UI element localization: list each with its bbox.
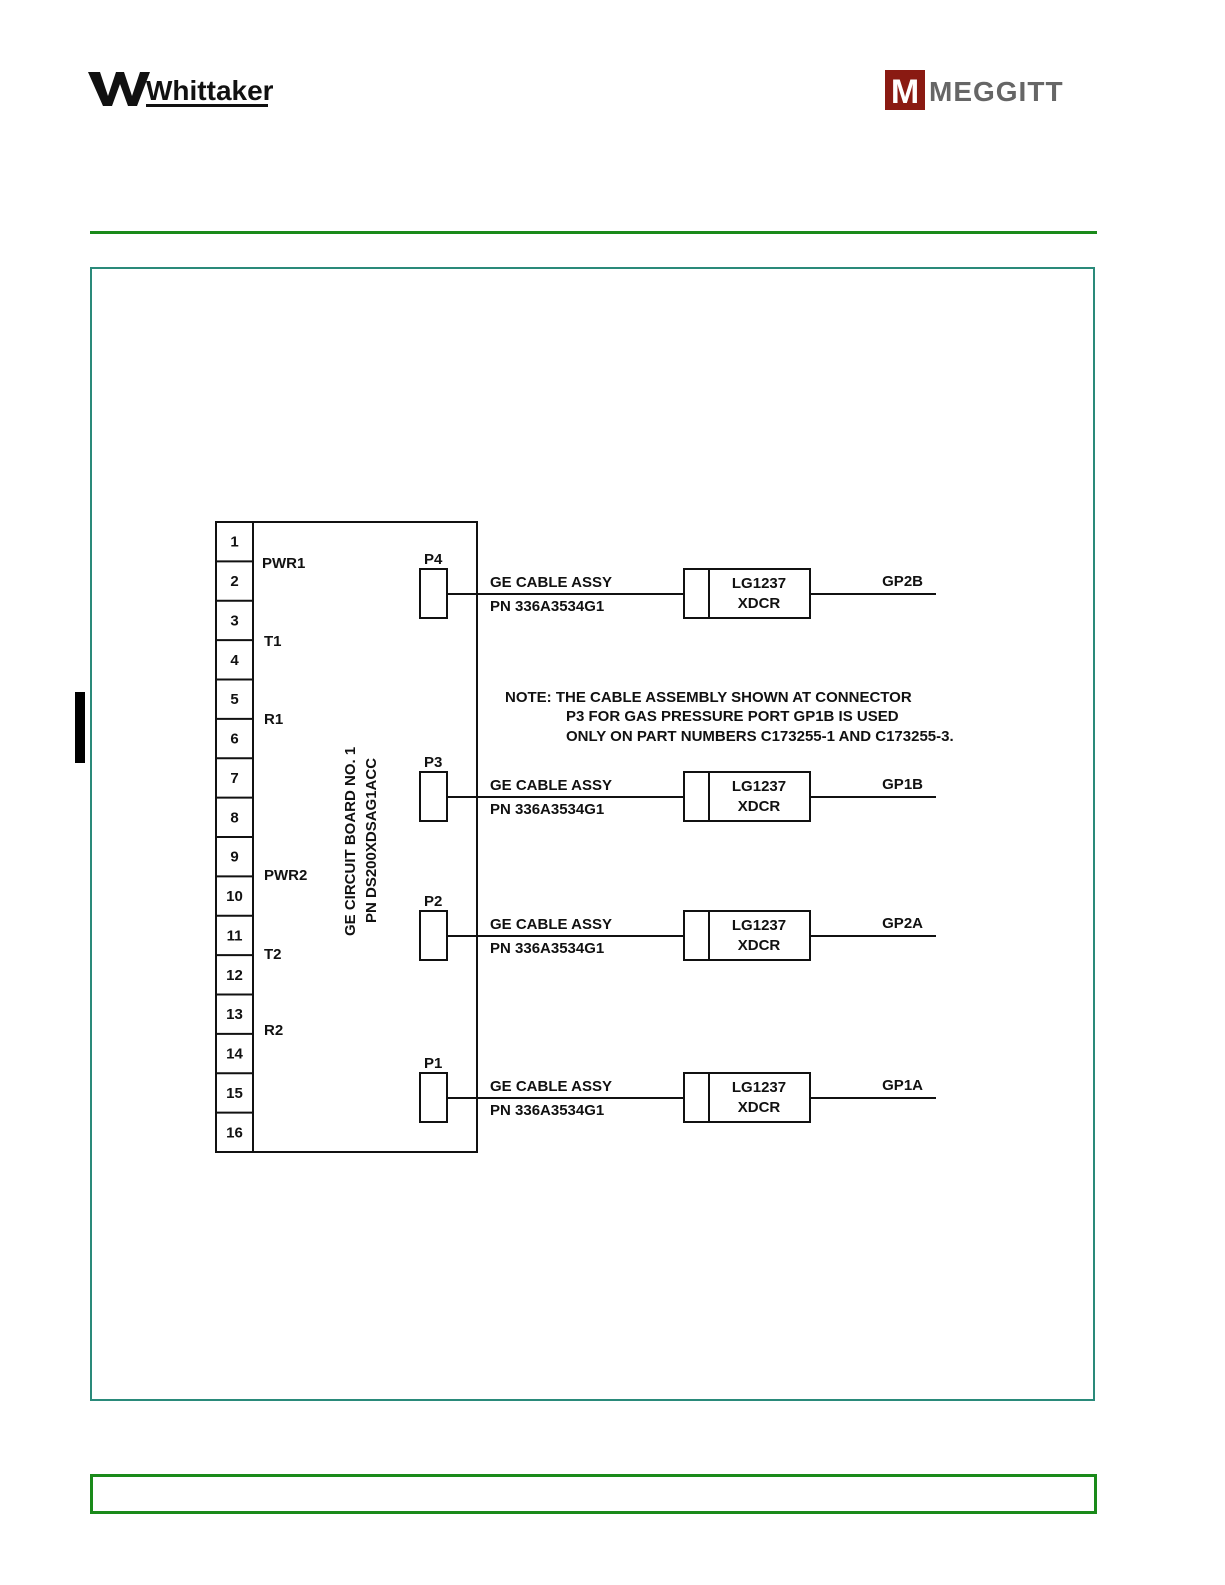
transducer-model: LG1237: [732, 917, 786, 934]
transducer-box: [683, 568, 811, 619]
cable-label: GE CABLE ASSY: [490, 916, 612, 933]
terminal-pin-label: 16: [226, 1124, 243, 1141]
note-line3: ONLY ON PART NUMBERS C173255-1 AND C1732…: [566, 728, 954, 745]
meggitt-logo-mark: M: [891, 73, 919, 111]
transducer-type: XDCR: [738, 937, 781, 954]
terminal-label-t1: T1: [264, 633, 282, 650]
gas-port-label: GP2B: [882, 573, 923, 590]
footer-box: [90, 1474, 1097, 1514]
gas-port-label: GP1B: [882, 776, 923, 793]
transducer-type: XDCR: [738, 798, 781, 815]
terminal-pin-label: 2: [230, 573, 238, 590]
terminal-label-r2: R2: [264, 1022, 283, 1039]
connector-symbol: [419, 1072, 448, 1123]
terminal-pin-label: 14: [226, 1046, 243, 1063]
change-bar: [75, 692, 85, 763]
cable-label: GE CABLE ASSY: [490, 777, 612, 794]
connector-symbol: [419, 771, 448, 822]
terminal-strip-dividers: [216, 560, 253, 1114]
cable-part-number: PN 336A3534G1: [490, 801, 604, 818]
note-line1: NOTE: THE CABLE ASSEMBLY SHOWN AT CONNEC…: [505, 689, 912, 706]
transducer-model: LG1237: [732, 575, 786, 592]
terminal-pin-label: 11: [227, 927, 243, 944]
terminal-label-r1: R1: [264, 711, 283, 728]
cable-label: GE CABLE ASSY: [490, 574, 612, 591]
terminal-pin-label: 3: [230, 612, 238, 629]
cable-part-number: PN 336A3534G1: [490, 1102, 604, 1119]
terminal-pin-label: 1: [230, 534, 238, 551]
figure-frame: [90, 267, 1095, 1401]
board-title-line1: GE CIRCUIT BOARD NO. 1: [342, 747, 359, 936]
header-rule: [90, 231, 1097, 234]
transducer-model: LG1237: [732, 1079, 786, 1096]
transducer-box: [683, 910, 811, 961]
gas-port-label: GP2A: [882, 915, 923, 932]
transducer-type: XDCR: [738, 595, 781, 612]
terminal-pin-label: 7: [230, 770, 238, 787]
meggitt-logo-text: MEGGITT: [929, 76, 1064, 107]
transducer-box: [683, 1072, 811, 1123]
whittaker-logo-text: Whittaker: [146, 75, 273, 106]
terminal-pin-label: 13: [226, 1006, 243, 1023]
terminal-label-pwr2: PWR2: [264, 867, 307, 884]
connector-label: P1: [424, 1055, 442, 1072]
terminal-label-t2: T2: [264, 946, 282, 963]
terminal-pin-label: 9: [230, 849, 238, 866]
cable-part-number: PN 336A3534G1: [490, 940, 604, 957]
connector-label: P2: [424, 893, 442, 910]
terminal-pin-label: 10: [226, 888, 243, 905]
terminal-pin-label: 4: [230, 652, 239, 669]
whittaker-logo: Whittaker: [88, 72, 273, 107]
cable-label: GE CABLE ASSY: [490, 1078, 612, 1095]
connector-symbol: [419, 910, 448, 961]
connector-symbol: [419, 568, 448, 619]
gas-port-label: GP1A: [882, 1077, 923, 1094]
connector-label: P4: [424, 551, 443, 568]
transducer-type: XDCR: [738, 1099, 781, 1116]
terminal-pin-label: 8: [230, 809, 238, 826]
connector-label: P3: [424, 754, 442, 771]
transducer-model: LG1237: [732, 778, 786, 795]
note-line2: P3 FOR GAS PRESSURE PORT GP1B IS USED: [566, 708, 899, 725]
terminal-pin-label: 6: [230, 731, 238, 748]
meggitt-logo: M MEGGITT: [885, 70, 1064, 111]
board-title-line2: PN DS200XDSAG1ACC: [363, 758, 380, 923]
terminal-pin-label: 15: [226, 1085, 243, 1102]
cable-part-number: PN 336A3534G1: [490, 598, 604, 615]
terminal-pin-label: 5: [230, 691, 238, 708]
terminal-label-pwr1: PWR1: [262, 555, 305, 572]
terminal-pin-label: 12: [226, 967, 243, 984]
